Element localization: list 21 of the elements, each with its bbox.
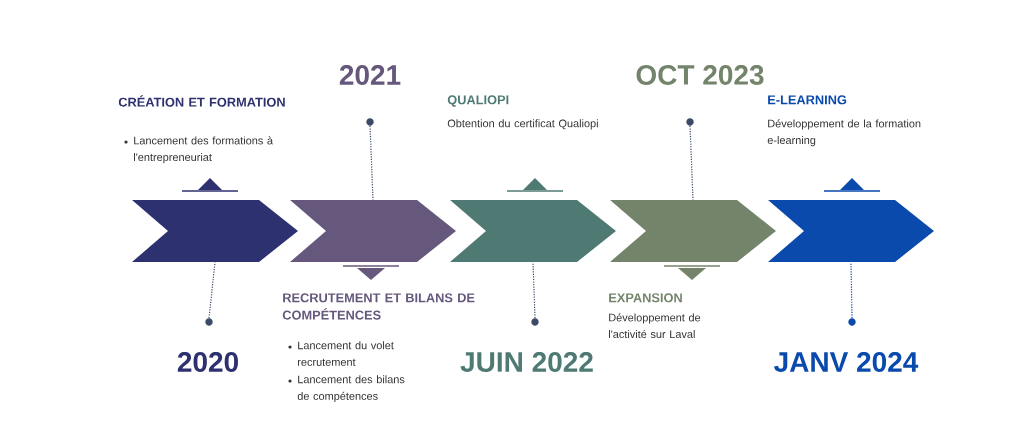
timeline-segment xyxy=(610,200,776,262)
leader-line xyxy=(369,125,374,201)
bullet-item: Lancement des bilans de compétences xyxy=(297,375,405,403)
timeline-segment xyxy=(450,200,616,262)
timeline-segment xyxy=(290,200,456,262)
event-heading: EXPANSION xyxy=(609,293,682,303)
event-description: Obtention du certificat Qualiopi xyxy=(447,119,598,130)
event-heading: QUALIOPI xyxy=(447,95,509,107)
leader-line xyxy=(850,261,853,319)
leader-line xyxy=(208,261,216,319)
event-heading: RECRUTEMENT ET BILANS DE COMPÉTENCES xyxy=(282,293,475,320)
timeline-segment xyxy=(768,200,934,262)
event-description: Développement de l'activité sur Laval xyxy=(609,313,701,339)
bullet-item: Lancement des formations à l'entrepreneuriat xyxy=(134,136,274,164)
event-description: Développement de la formation e-learning xyxy=(767,119,921,147)
leader-line xyxy=(689,125,694,201)
bullet-item: Lancement du volet recrutement xyxy=(298,341,394,366)
timeline-segment xyxy=(132,200,298,262)
leader-line xyxy=(532,261,536,319)
event-heading: CRÉATION ET FORMATION xyxy=(118,95,285,107)
event-heading: E-LEARNING xyxy=(768,95,847,105)
